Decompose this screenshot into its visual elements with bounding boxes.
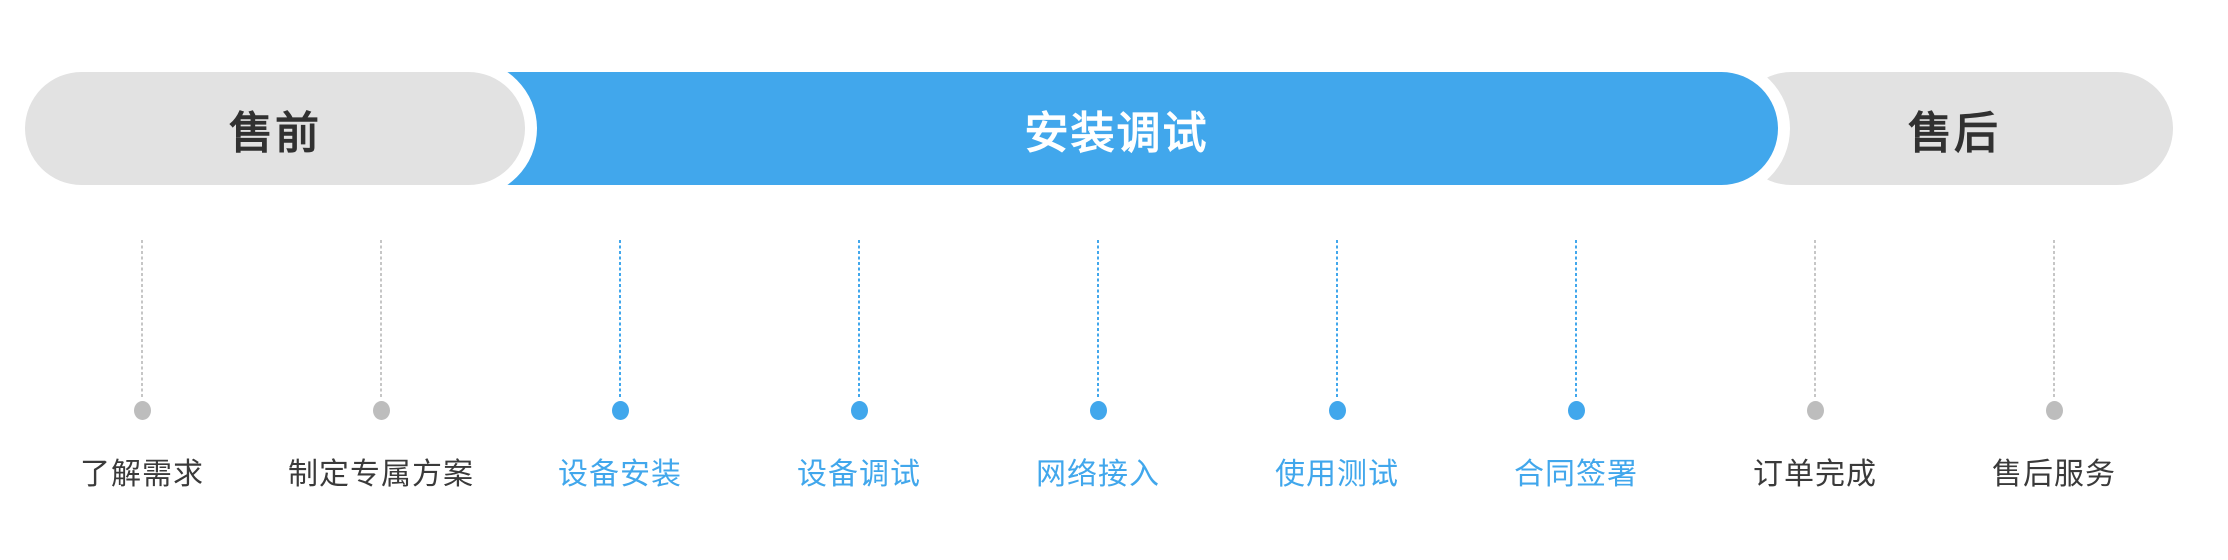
step-label: 制定专属方案	[288, 458, 474, 491]
step-custom-plan: 制定专属方案	[261, 240, 501, 493]
step-dotted-line	[858, 240, 860, 398]
step-dot	[611, 401, 629, 420]
step-label: 合同签署	[1514, 458, 1638, 491]
step-order-complete: 订单完成	[1695, 240, 1935, 493]
step-dotted-line	[141, 240, 143, 398]
step-network-access: 网络接入	[978, 240, 1218, 493]
step-dotted-line	[1097, 240, 1099, 398]
step-understand-needs: 了解需求	[22, 240, 262, 493]
step-dot	[850, 401, 868, 420]
step-label: 设备调试	[797, 458, 921, 491]
phase-label-installation: 安装调试	[1024, 108, 1209, 158]
step-label: 了解需求	[80, 458, 204, 491]
step-label: 网络接入	[1036, 458, 1160, 491]
step-dotted-line	[1814, 240, 1816, 398]
step-aftersales-service: 售后服务	[1934, 240, 2174, 493]
phase-pill-presales[interactable]: 售前	[25, 72, 525, 185]
step-contract-sign: 合同签署	[1456, 240, 1696, 493]
step-dotted-line	[380, 240, 382, 398]
step-device-install: 设备安装	[500, 240, 740, 493]
step-dot	[1328, 401, 1346, 420]
step-dotted-line	[619, 240, 621, 398]
step-dotted-line	[1575, 240, 1577, 398]
step-dot	[133, 401, 151, 420]
phase-label-aftersales: 售后	[1908, 108, 2000, 158]
phase-label-presales: 售前	[229, 108, 321, 158]
phase-pill-aftersales[interactable]: 售后	[1735, 72, 2173, 185]
step-label: 售后服务	[1992, 458, 2116, 491]
step-dotted-line	[2053, 240, 2055, 398]
step-usage-test: 使用测试	[1217, 240, 1457, 493]
step-dot	[2045, 401, 2063, 420]
step-dot	[1567, 401, 1585, 420]
step-label: 设备安装	[558, 458, 682, 491]
step-dot	[372, 401, 390, 420]
step-label: 订单完成	[1753, 458, 1877, 491]
step-device-debug: 设备调试	[739, 240, 979, 493]
step-label: 使用测试	[1275, 458, 1399, 491]
step-dot	[1806, 401, 1824, 420]
step-dotted-line	[1336, 240, 1338, 398]
step-dot	[1089, 401, 1107, 420]
phase-pill-installation[interactable]: 安装调试	[455, 72, 1778, 185]
